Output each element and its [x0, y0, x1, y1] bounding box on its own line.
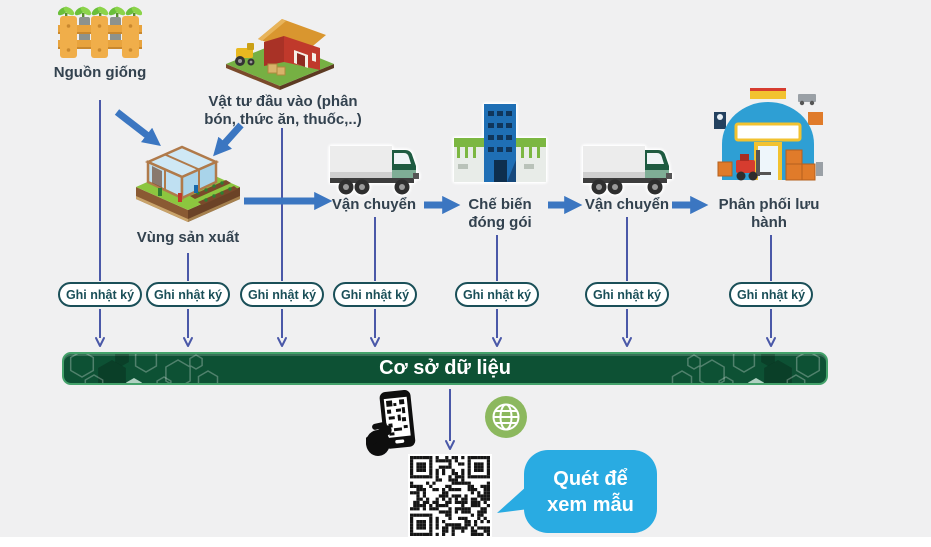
scan-callout-label: Quét để xem mẫu	[547, 467, 634, 516]
log-journal-button[interactable]: Ghi nhật ký	[333, 282, 417, 307]
log-journal-button[interactable]: Ghi nhật ký	[58, 282, 142, 307]
inputs-label: Vật tư đầu vào (phân bón, thức ăn, thuốc…	[204, 93, 362, 128]
distribution-label: Phân phối lưu hành	[718, 196, 820, 231]
truck-icon	[583, 146, 672, 195]
greenhouse-icon	[136, 145, 240, 222]
transport-2-label: Vận chuyển	[584, 196, 670, 213]
globe-icon	[485, 396, 527, 438]
truck-icon	[330, 146, 419, 195]
log-journal-button[interactable]: Ghi nhật ký	[240, 282, 324, 307]
scan-callout: Quét để xem mẫu	[524, 450, 657, 533]
farm-icon	[226, 19, 334, 90]
database-banner-label: Cơ sở dữ liệu	[379, 357, 511, 379]
hexagon-decor-right	[671, 354, 821, 383]
log-journal-button[interactable]: Ghi nhật ký	[729, 282, 813, 307]
processing-packaging-label: Chế biến đóng gói	[468, 196, 532, 231]
phone-qr-scan-icon	[366, 390, 416, 456]
log-journal-button[interactable]: Ghi nhật ký	[455, 282, 539, 307]
hexagon-decor-left	[69, 354, 219, 383]
database-banner: Cơ sở dữ liệu	[62, 352, 828, 385]
bottom-strip	[0, 537, 931, 547]
qr-code	[408, 454, 492, 538]
production-area-label: Vùng sản xuất	[136, 229, 240, 246]
transport-1-label: Vận chuyển	[331, 196, 417, 213]
log-journal-button[interactable]: Ghi nhật ký	[585, 282, 669, 307]
log-journal-button[interactable]: Ghi nhật ký	[146, 282, 230, 307]
seedling-fence-icon	[58, 6, 142, 58]
seed-source-label: Nguồn giống	[53, 64, 147, 81]
warehouse-icon	[714, 88, 823, 181]
factory-icon	[454, 104, 546, 182]
